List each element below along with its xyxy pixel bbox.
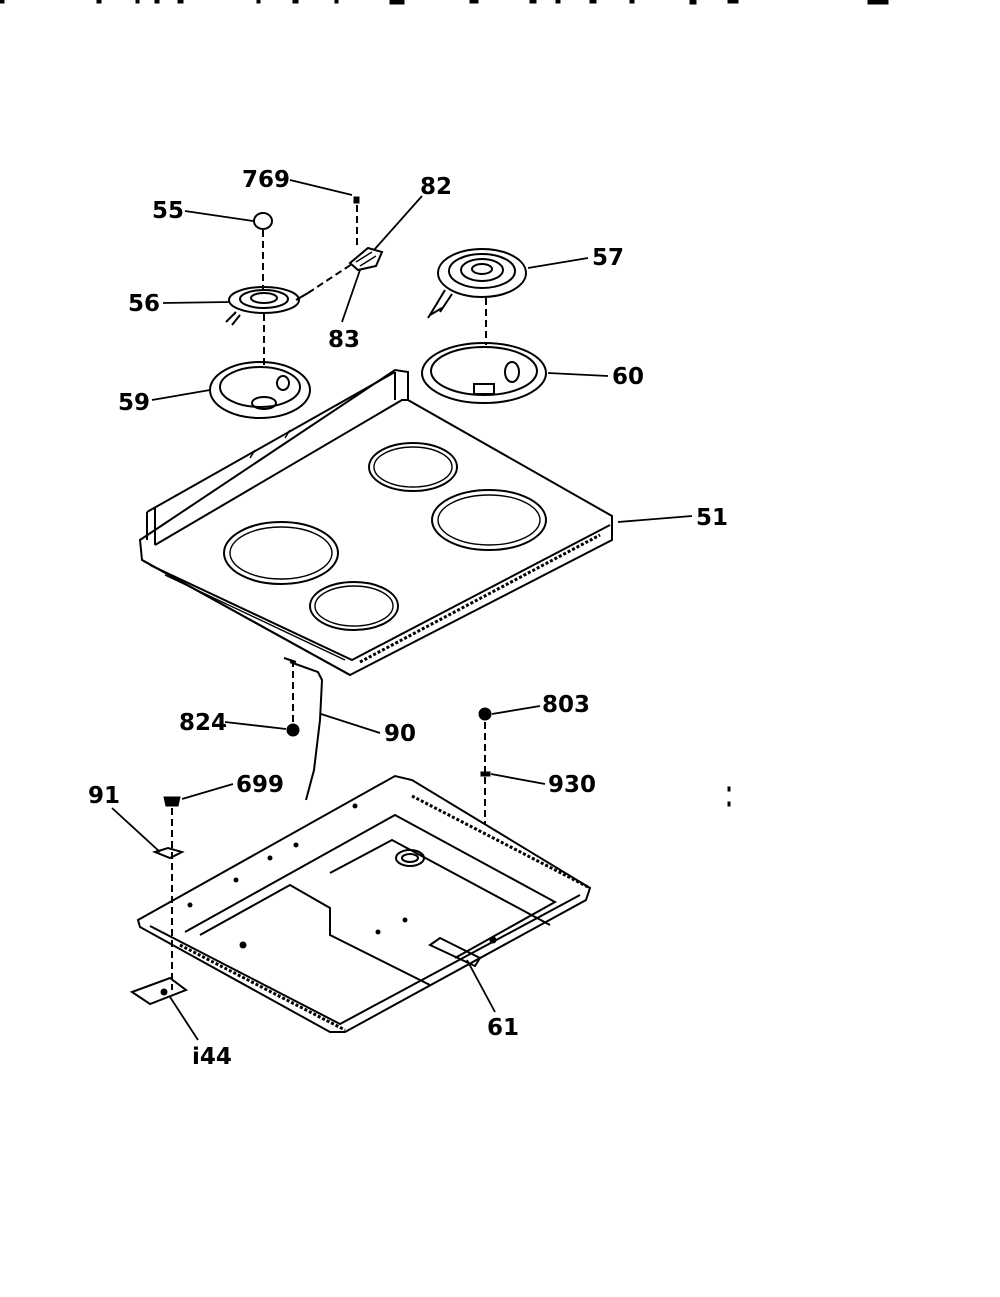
part-699-screw <box>163 796 181 807</box>
label-57: 57 <box>592 245 624 271</box>
part-51-cooktop <box>138 368 613 677</box>
wire-56-82 <box>307 263 353 294</box>
top-edge-marks <box>0 0 889 5</box>
label-61: 61 <box>487 1015 519 1041</box>
stray-marks <box>727 786 731 807</box>
label-55: 55 <box>152 198 184 224</box>
label-51: 51 <box>696 505 728 531</box>
part-82-terminal-block <box>348 246 384 272</box>
part-824-screw <box>286 723 300 737</box>
part-60-drip-pan <box>421 342 547 404</box>
part-803-screw <box>478 707 492 721</box>
part-930-washer <box>480 771 491 777</box>
label-930: 930 <box>548 772 596 798</box>
part-55-cap <box>253 212 273 230</box>
label-82: 82 <box>420 174 452 200</box>
label-769: 769 <box>242 167 290 193</box>
part-59-drip-pan <box>209 361 311 419</box>
part-144-bracket <box>129 976 189 1006</box>
label-824: 824 <box>179 710 227 736</box>
part-61-main-top-frame <box>136 774 592 1033</box>
label-91: 91 <box>88 783 120 809</box>
part-57-coil-element <box>427 248 527 319</box>
label-699: 699 <box>236 772 284 798</box>
leader-lines <box>111 179 693 1041</box>
label-83: 83 <box>328 327 360 353</box>
label-56: 56 <box>128 291 160 317</box>
label-90: 90 <box>384 721 416 747</box>
label-144: i44 <box>192 1044 232 1070</box>
label-59: 59 <box>118 390 150 416</box>
label-803: 803 <box>542 692 590 718</box>
part-90-support-rod <box>283 657 324 801</box>
label-60: 60 <box>612 364 644 390</box>
part-56-coil-element <box>225 286 309 326</box>
part-91-clip <box>151 846 185 860</box>
part-769-screw <box>353 196 360 204</box>
